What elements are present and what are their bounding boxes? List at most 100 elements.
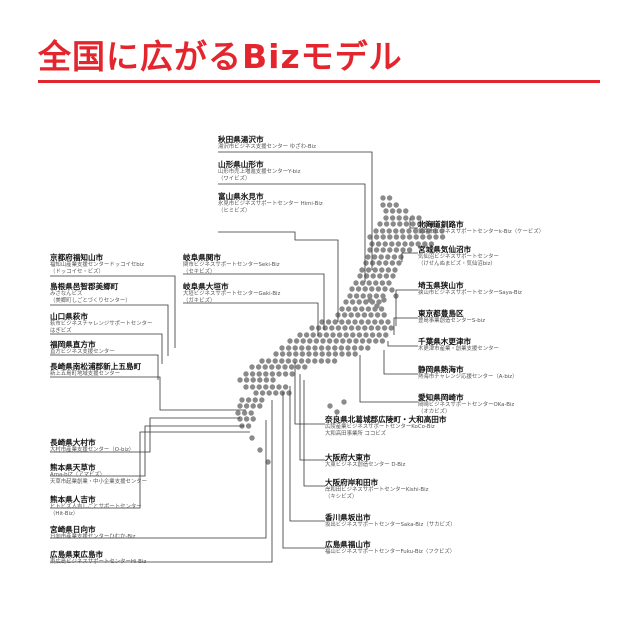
- center-name: （キシビズ）: [325, 494, 358, 501]
- map-dot: [297, 332, 303, 338]
- center-name: （ドッコイセ・ビズ）: [50, 269, 104, 276]
- map-dot: [326, 338, 333, 344]
- center-name: 天草市起業創業・中小企業支援センター: [50, 479, 148, 486]
- leader-lines: [50, 151, 418, 563]
- center-name: 岸和田ビジネスサポートセンターKishi-Biz: [325, 487, 429, 494]
- leader-line: [50, 417, 240, 453]
- center-name: 福知山産業支援センタードッコイセbiz: [50, 262, 144, 269]
- city-name: 山形県山形市: [218, 160, 264, 169]
- biz-label: 奈良県北葛城郡広陵町・大和高田市広陵産業ビジネスサポートセンターKoCo-Biz…: [325, 415, 447, 438]
- map-dot: [300, 338, 306, 344]
- biz-label: 広島県東広島市東広島ビジネスサポートセンターHi-Biz: [50, 550, 146, 566]
- map-dot: [307, 338, 313, 344]
- center-name: 豊島事業創造センターS-biz: [418, 318, 486, 325]
- center-name: みさなんビズ: [50, 291, 83, 298]
- center-name: 坂出ビジネスサポートセンターSaka-Biz（サカビズ）: [325, 522, 456, 529]
- center-name: 湯沢市ビジネス支援センター ゆざわ-Biz: [218, 144, 316, 151]
- center-name: 木更津市産業・創業支援センター: [418, 346, 499, 353]
- city-name: 富山県氷見市: [218, 192, 264, 201]
- map-dot: [393, 228, 399, 234]
- city-name: 奈良県北葛城郡広陵町・大和高田市: [325, 415, 447, 424]
- map-dot: [322, 325, 328, 331]
- biz-label: 広島県福山市福山ビジネスサポートセンターFuku-Biz（フクビズ）: [325, 540, 455, 556]
- city-name: 宮崎県日向市: [50, 525, 96, 534]
- map-dot: [332, 319, 338, 325]
- map-dot: [323, 332, 330, 338]
- city-name: 福岡県直方市: [50, 340, 96, 349]
- map-dot: [373, 280, 379, 286]
- map-dot: [351, 345, 358, 351]
- city-name: 熊本県人吉市: [50, 495, 96, 504]
- city-name: 長崎県大村市: [50, 438, 96, 447]
- map-dot: [293, 351, 299, 357]
- map-dot: [408, 241, 415, 247]
- map-dot: [235, 410, 241, 416]
- city-name: 岐阜県大垣市: [183, 282, 229, 291]
- map-dot: [385, 319, 391, 325]
- map-dot: [379, 228, 386, 234]
- map-dot: [243, 377, 250, 383]
- map-dot: [269, 384, 276, 390]
- map-dot: [403, 215, 409, 221]
- city-name: 長崎県南松浦郡新上五島町: [50, 362, 142, 371]
- map-dot: [358, 345, 364, 351]
- map-dot: [385, 267, 392, 273]
- map-dot: [397, 221, 403, 227]
- map-dot: [362, 286, 368, 292]
- map-dot: [365, 345, 371, 351]
- map-dot: [386, 280, 392, 286]
- map-dot: [393, 234, 400, 240]
- map-dot: [379, 338, 386, 344]
- center-name: 大東ビジネス創造センター D-Biz: [325, 462, 406, 469]
- map-dot: [367, 293, 373, 299]
- map-dot: [349, 299, 356, 305]
- map-dot: [253, 390, 259, 396]
- map-dot: [341, 312, 348, 318]
- map-dot: [357, 273, 363, 279]
- map-dot: [265, 358, 272, 364]
- map-dot: [395, 241, 402, 247]
- map-dot: [293, 338, 300, 344]
- map-dot: [345, 345, 351, 351]
- map-dot: [369, 286, 375, 292]
- map-dot: [255, 364, 262, 370]
- map-dot: [298, 358, 305, 364]
- map-dot: [313, 338, 320, 344]
- map-dot: [352, 351, 358, 357]
- city-name: 埼玉県狭山市: [418, 281, 464, 290]
- map-dot: [325, 358, 331, 364]
- map-dot: [288, 364, 295, 370]
- map-dot: [391, 254, 398, 260]
- map-dot: [376, 260, 382, 266]
- map-dot: [245, 397, 252, 403]
- city-name: 山口県萩市: [50, 312, 88, 321]
- map-dot: [378, 254, 384, 260]
- center-name: 釧路市ビジネスサポートセンターk-Biz（ケービズ）: [418, 229, 545, 236]
- map-dot: [383, 221, 390, 227]
- map-dot: [345, 319, 352, 325]
- city-name: 広島県東広島市: [50, 550, 104, 559]
- map-dot: [342, 325, 348, 331]
- map-dot: [325, 345, 331, 351]
- map-dot: [347, 293, 353, 299]
- biz-label: 京都府福知山市福知山産業支援センタードッコイセbiz（ドッコイセ・ビズ）: [50, 253, 144, 276]
- map-dot: [306, 351, 312, 357]
- map-dots: [235, 195, 446, 465]
- center-name: （美郷町しごとづくりセンター）: [50, 298, 131, 305]
- city-name: 宮城県気仙沼市: [418, 245, 472, 254]
- map-dot: [367, 247, 373, 253]
- map-dot: [439, 228, 445, 234]
- biz-label: 長崎県南松浦郡新上五島町新上五島町地域支援センター: [50, 362, 141, 378]
- map-dot: [398, 254, 404, 260]
- map-dot: [349, 286, 355, 292]
- leader-line: [50, 376, 246, 411]
- map-dot: [333, 338, 339, 344]
- map-dot: [385, 254, 391, 260]
- map-dot: [381, 297, 387, 303]
- center-name: 気仙沼ビジネスサポートセンター: [418, 254, 499, 261]
- map-dot: [430, 221, 436, 227]
- center-name: 氷見市ビジネスサポートセンター Himi-Biz: [218, 201, 323, 208]
- leader-line: [303, 380, 325, 487]
- center-name: 関市ビジネスサポートセンターSeki-Biz: [183, 262, 280, 269]
- map-dot: [312, 345, 318, 351]
